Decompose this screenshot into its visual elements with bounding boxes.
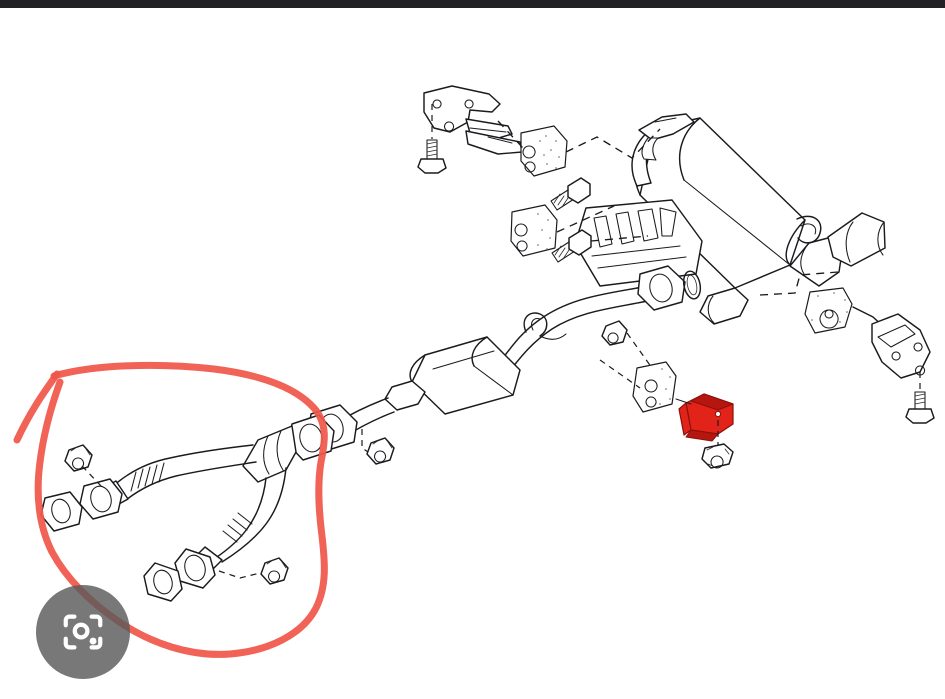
part-nut-ypipe-upper xyxy=(64,444,104,489)
part-bracket-right xyxy=(871,313,935,424)
part-bolt-mid-2 xyxy=(551,205,649,263)
part-bracket-highlighted-red xyxy=(599,359,734,469)
part-front-y-pipe xyxy=(40,414,335,602)
status-bar xyxy=(0,0,945,8)
part-rubber-hanger-right xyxy=(759,271,885,334)
part-main-muffler xyxy=(631,113,886,325)
part-nut-center-pipe xyxy=(601,320,653,369)
part-rubber-hanger-upper xyxy=(497,120,661,177)
part-bolt-mid-1 xyxy=(550,177,591,211)
part-nut-centerpipe-lower xyxy=(361,429,395,465)
google-lens-icon xyxy=(60,609,106,655)
part-bracket-upper-left xyxy=(417,85,523,174)
part-center-pipe-resonator xyxy=(307,265,702,452)
part-nut-ypipe-lower xyxy=(218,557,289,585)
part-rubber-hanger-mid xyxy=(510,204,558,257)
google-lens-button[interactable] xyxy=(36,585,130,679)
